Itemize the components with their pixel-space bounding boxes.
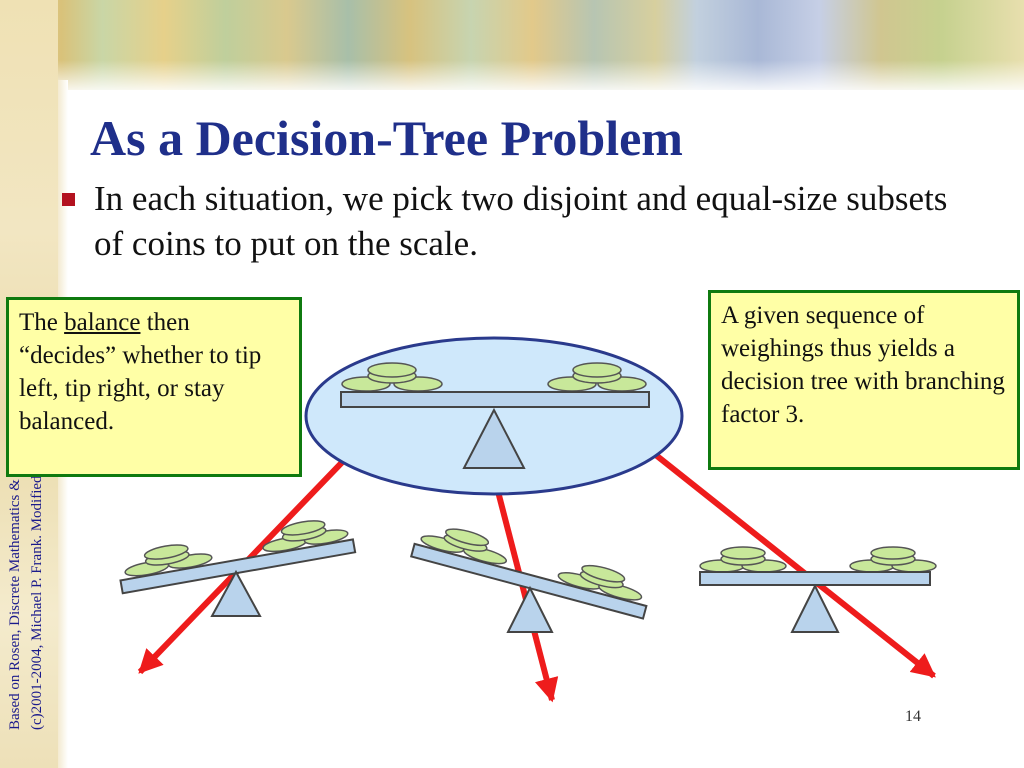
balance-note-pre: The [19,309,65,336]
decision-tree-note-text: A given sequence of weighings thus yield… [721,302,1005,428]
balance-note-post: then “decides” whether to tip left, tip … [19,309,262,435]
coin-stack-left [341,362,443,392]
page-number: 14 [905,708,921,725]
balance-note-underlined: balance [64,309,141,336]
tip-right-scale-icon [409,528,648,633]
branch-arrow-icon [491,475,559,703]
slide-title: As a Decision-Tree Problem [90,110,683,166]
root-balance-scale-icon [304,336,684,496]
bullet-square-icon [62,193,75,206]
root-beam [340,391,650,408]
decision-tree-note-box: A given sequence of weighings thus yield… [708,290,1020,470]
bullet-text: In each situation, we pick two disjoint … [94,179,948,263]
header-decoration-fade [0,60,1024,90]
tip-left-scale-icon [119,520,357,617]
balance-note-box: The balance then “decides” whether to ti… [6,297,302,477]
balanced-scale-icon [699,546,937,633]
root-fulcrum [462,407,526,469]
branch-arrow-icon [650,449,936,679]
